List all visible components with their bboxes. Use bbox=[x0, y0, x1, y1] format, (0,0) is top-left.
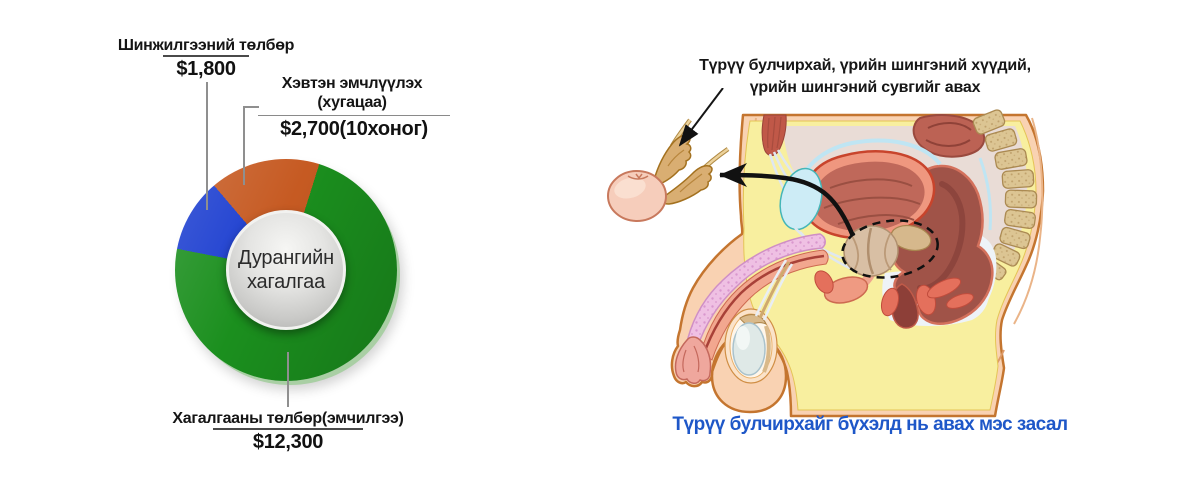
removal-pointer-label: Түрүү булчирхай, үрийн шингэний хүүдий, … bbox=[640, 55, 1090, 98]
removed-prostate-specimen bbox=[607, 118, 730, 222]
pointer-arrow bbox=[678, 88, 724, 147]
peritoneum-line bbox=[978, 157, 992, 231]
pelvis-sagittal-illustration bbox=[607, 88, 1045, 418]
label-inpatient-value: $2,700(10хоног) bbox=[280, 118, 428, 140]
label-surgery-name: Хагалгааны төлбөр(эмчилгээ) bbox=[172, 410, 404, 427]
anal-canal bbox=[880, 277, 974, 329]
label-test-fee-value: $1,800 bbox=[163, 55, 249, 81]
spermatic-cord bbox=[754, 259, 794, 321]
leader-line-test-fee bbox=[206, 82, 208, 210]
prostate bbox=[841, 219, 939, 279]
testicle bbox=[724, 259, 794, 384]
donut-center-line2: хагалгаа bbox=[246, 271, 326, 293]
inpatient-rule bbox=[258, 115, 450, 116]
removal-pointer-label-line2: үрийн шингэний сувгийг авах bbox=[749, 78, 981, 96]
removal-pointer-label-line1: Түрүү булчирхай, үрийн шингэний хүүдий, bbox=[699, 57, 1031, 74]
label-inpatient: Хэвтэн эмчлүүлэх (хугацаа) bbox=[272, 74, 432, 112]
cost-donut-chart: Дурангийн хагалгаа bbox=[175, 159, 397, 381]
label-surgery-value: $12,300 bbox=[212, 428, 364, 454]
label-test-fee-name: Шинжилгээний төлбөр bbox=[117, 37, 295, 54]
leader-line-inpatient-h bbox=[243, 106, 259, 108]
leader-line-surgery bbox=[287, 352, 289, 407]
donut-center: Дурангийн хагалгаа bbox=[226, 210, 346, 330]
sacrum-spine bbox=[967, 109, 1038, 296]
surgery-caption: Түрүү булчирхайг бүхэлд нь авах мэс заса… bbox=[672, 414, 1068, 435]
vas-deferens bbox=[758, 261, 791, 319]
resection-dashed-outline bbox=[841, 219, 939, 279]
label-inpatient-name: Хэвтэн эмчлүүлэх (хугацаа) bbox=[281, 75, 423, 112]
leader-line-inpatient-v bbox=[243, 106, 245, 185]
donut-center-line1: Дурангийн bbox=[238, 246, 334, 269]
label-test-fee: Шинжилгээний төлбөр $1,800 bbox=[110, 36, 302, 81]
label-surgery: Хагалгааны төлбөр(эмчилгээ) $12,300 bbox=[172, 409, 404, 454]
intestine-loop bbox=[912, 114, 986, 158]
penis bbox=[674, 233, 829, 384]
removal-arrow bbox=[719, 163, 856, 237]
